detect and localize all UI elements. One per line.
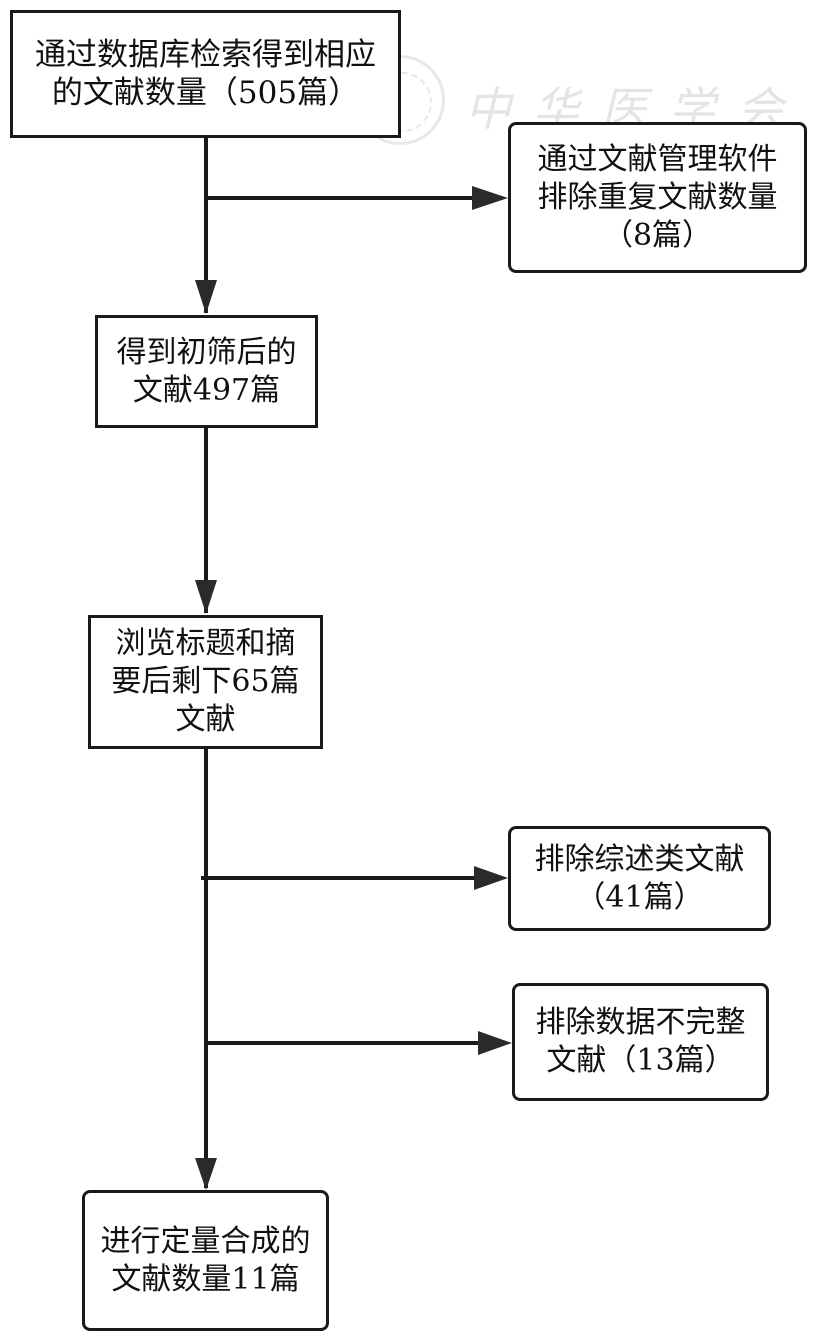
node-text-line: （8篇）	[602, 217, 713, 253]
node-text-line: 进行定量合成的	[100, 1223, 311, 1259]
node-text-line: 通过文献管理软件	[537, 141, 778, 177]
node-text-line: 排除重复文献数量	[537, 179, 778, 215]
node-text-line: 文献（13篇）	[546, 1043, 735, 1078]
node-text-line: 通过数据库检索得到相应	[35, 37, 376, 73]
node-title-abstract-review: 浏览标题和摘 要后剩下65篇 文献	[88, 615, 323, 749]
node-text-line: 文献497篇	[132, 372, 281, 408]
node-text-line: （41篇）	[575, 879, 704, 915]
node-database-search: 通过数据库检索得到相应 的文献数量（505篇）	[10, 10, 401, 138]
arrowhead-n3-n4	[195, 580, 217, 614]
node-text-line: 要后剩下65篇	[111, 664, 300, 699]
arrowhead-n1-n2	[472, 186, 508, 210]
node-text-line: 排除数据不完整	[535, 1005, 746, 1040]
node-initial-screening: 得到初筛后的 文献497篇	[95, 315, 318, 428]
node-text-line: 文献	[175, 702, 236, 737]
node-text-line: 排除综述类文献	[534, 841, 745, 877]
arrowhead-n4-n6	[478, 1031, 512, 1055]
node-exclude-reviews: 排除综述类文献 （41篇）	[508, 826, 771, 931]
arrowhead-n1-n3	[195, 280, 217, 314]
node-exclude-incomplete-data: 排除数据不完整 文献（13篇）	[512, 983, 769, 1101]
node-remove-duplicates: 通过文献管理软件 排除重复文献数量 （8篇）	[508, 122, 807, 273]
node-text-line: 得到初筛后的	[116, 334, 297, 370]
node-quantitative-synthesis: 进行定量合成的 文献数量11篇	[82, 1190, 329, 1331]
arrowhead-n4-n5	[474, 866, 508, 890]
node-text-line: 浏览标题和摘	[115, 626, 296, 661]
node-text-line: 的文献数量（505篇）	[51, 75, 360, 111]
node-text-line: 文献数量11篇	[111, 1261, 300, 1297]
arrowhead-n4-n7	[195, 1158, 217, 1190]
